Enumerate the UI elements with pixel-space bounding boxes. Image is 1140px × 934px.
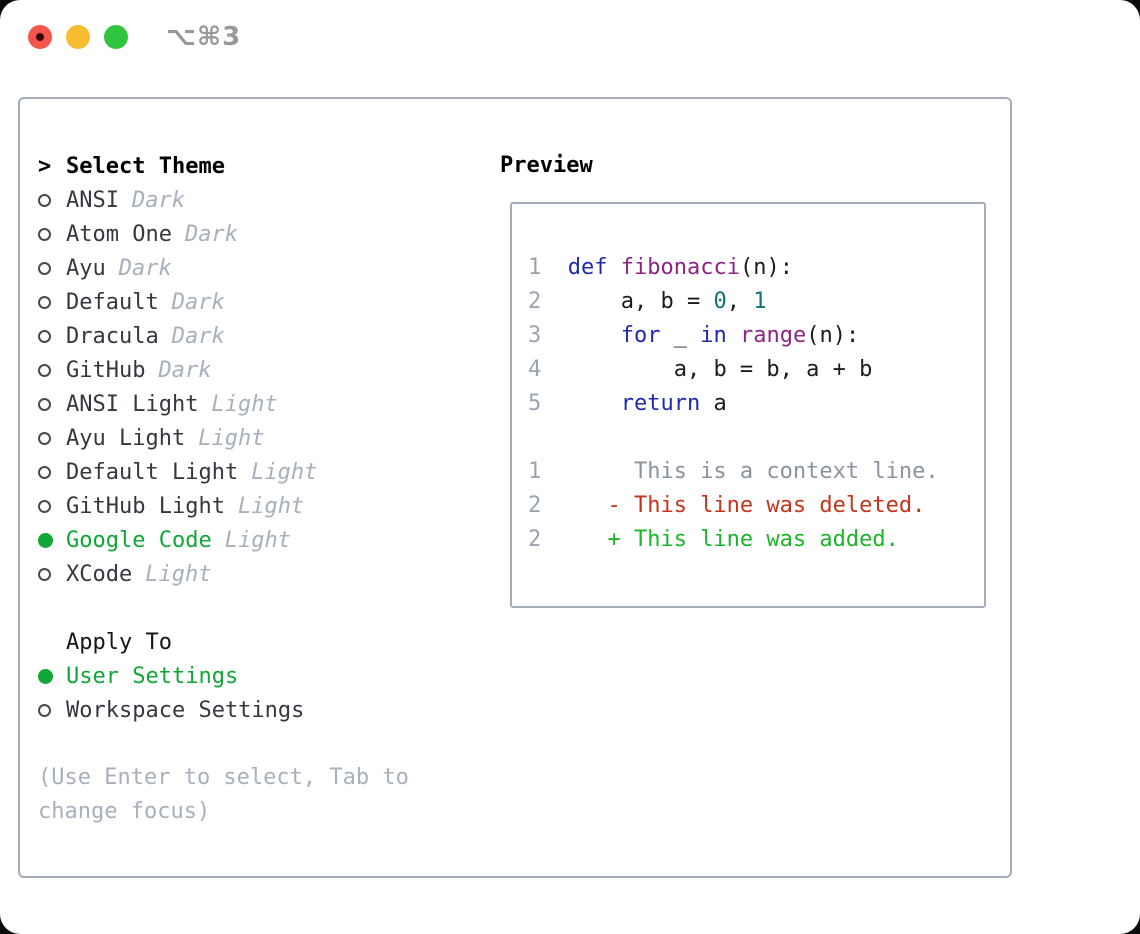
- theme-option-label: Ayu: [66, 255, 106, 281]
- theme-option-label: Dracula: [66, 323, 159, 349]
- radio-icon: [38, 465, 66, 479]
- select-theme-title: Select Theme: [66, 153, 225, 179]
- preview-line: 3 for _ in range(n):: [528, 323, 860, 348]
- theme-option-ansi[interactable]: ANSI Dark: [38, 183, 478, 217]
- theme-option-label: Google Code: [66, 527, 212, 553]
- radio-icon: [38, 363, 66, 377]
- theme-option-ayu-light[interactable]: Ayu Light Light: [38, 421, 478, 455]
- theme-option-xcode[interactable]: XCode Light: [38, 557, 478, 591]
- preview-line: 2 - This line was deleted.: [528, 493, 926, 518]
- theme-variant-label: Dark: [171, 289, 225, 315]
- theme-option-ayu[interactable]: Ayu Dark: [38, 251, 478, 285]
- theme-option-default-light[interactable]: Default Light Light: [38, 455, 478, 489]
- radio-icon: [38, 193, 66, 207]
- keyboard-hint: (Use Enter to select, Tab to change focu…: [38, 765, 409, 824]
- apply-to-title: Apply To: [66, 629, 172, 655]
- preview-line: 2 + This line was added.: [528, 527, 899, 552]
- theme-option-label: Default Light: [66, 459, 239, 485]
- theme-variant-label: Light: [237, 493, 305, 519]
- apply-option-user-settings[interactable]: User Settings: [38, 659, 478, 693]
- theme-option-label: GitHub Light: [66, 493, 225, 519]
- theme-variant-label: Light: [198, 425, 265, 451]
- theme-variant-label: Dark: [171, 323, 225, 349]
- radio-icon: [38, 567, 66, 581]
- theme-variant-label: Light: [145, 561, 212, 587]
- theme-option-github-light[interactable]: GitHub Light Light: [38, 489, 478, 523]
- theme-option-dracula[interactable]: Dracula Dark: [38, 319, 478, 353]
- preview-line: 4 a, b = b, a + b: [528, 357, 873, 382]
- zoom-button-icon[interactable]: [104, 25, 128, 49]
- apply-option-workspace-settings[interactable]: Workspace Settings: [38, 693, 478, 727]
- radio-icon: [38, 499, 66, 513]
- apply-option-label: User Settings: [66, 663, 239, 689]
- theme-option-label: Atom One: [66, 221, 172, 247]
- minimize-button-icon[interactable]: [66, 25, 90, 49]
- prompt-icon: >: [38, 153, 52, 179]
- theme-variant-label: Dark: [118, 255, 172, 281]
- theme-variant-label: Light: [251, 459, 318, 485]
- theme-variant-label: Light: [224, 527, 291, 553]
- close-button-icon[interactable]: [28, 25, 52, 49]
- radio-selected-icon: [38, 668, 66, 684]
- radio-icon: [38, 703, 66, 717]
- radio-icon: [38, 227, 66, 241]
- theme-variant-label: Dark: [184, 221, 238, 247]
- theme-variant-label: Dark: [131, 187, 185, 213]
- radio-icon: [38, 295, 66, 309]
- radio-icon: [38, 431, 66, 445]
- preview-blank-line: [528, 421, 976, 455]
- radio-icon: [38, 329, 66, 343]
- preview-box: 1 def fibonacci(n): 2 a, b = 0, 1 3 for _ …: [510, 202, 986, 608]
- theme-variant-label: Light: [211, 391, 278, 417]
- radio-icon: [38, 261, 66, 275]
- theme-option-label: Default: [66, 289, 159, 315]
- preview-line: 2 a, b = 0, 1: [528, 289, 767, 314]
- preview-code: 1 def fibonacci(n): 2 a, b = 0, 1 3 for _ …: [512, 204, 984, 557]
- preview-line: 1 def fibonacci(n):: [528, 255, 793, 280]
- radio-icon: [38, 397, 66, 411]
- theme-option-ansi-light[interactable]: ANSI Light Light: [38, 387, 478, 421]
- apply-option-label: Workspace Settings: [66, 697, 305, 723]
- theme-option-label: ANSI Light: [66, 391, 199, 417]
- preview-line: 1 This is a context line.: [528, 459, 939, 484]
- theme-option-label: Ayu Light: [66, 425, 186, 451]
- radio-selected-icon: [38, 532, 66, 548]
- theme-option-google-code[interactable]: Google Code Light: [38, 523, 478, 557]
- preview-title: Preview: [500, 153, 593, 178]
- theme-option-label: GitHub: [66, 357, 146, 383]
- theme-variant-label: Dark: [158, 357, 212, 383]
- theme-option-atom-one[interactable]: Atom One Dark: [38, 217, 478, 251]
- window-title-shortcut: ⌥⌘3: [166, 22, 242, 52]
- theme-option-github[interactable]: GitHub Dark: [38, 353, 478, 387]
- select-theme-header: > Select Theme: [38, 149, 478, 183]
- theme-option-label: ANSI: [66, 187, 119, 213]
- theme-option-label: XCode: [66, 561, 133, 587]
- preview-line: 5 return a: [528, 391, 727, 416]
- theme-option-default[interactable]: Default Dark: [38, 285, 478, 319]
- apply-to-header: Apply To: [38, 625, 478, 659]
